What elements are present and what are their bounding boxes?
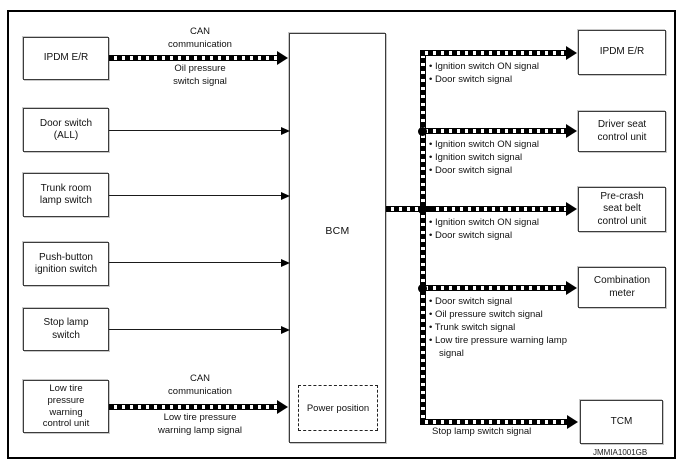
can-branch-ipdm	[420, 50, 567, 56]
signal-item: Ignition switch ON signal	[429, 60, 573, 73]
wire-stop-lamp-switch	[109, 329, 282, 330]
arrowhead-icon	[281, 326, 290, 334]
output-box-driver-seat-control-unit: Driver seat control unit	[578, 111, 666, 152]
arrowhead-icon	[566, 124, 577, 138]
wire-trunk-room-lamp-switch	[109, 195, 282, 196]
bcm-label: BCM	[325, 225, 350, 237]
signal-item: Trunk switch signal	[429, 321, 573, 334]
signal-list-ipdm: Ignition switch ON signalDoor switch sig…	[429, 60, 573, 86]
signal-item: Door switch signal	[429, 229, 573, 242]
can-branch-tcm	[420, 419, 568, 425]
wire-door-switch	[109, 130, 282, 131]
arrowhead-icon	[567, 415, 578, 429]
can-arrow-low-tire-to-bcm	[109, 404, 278, 410]
power-position-box: Power position	[298, 385, 378, 431]
stop-lamp-switch-signal-label: Stop lamp switch signal	[432, 426, 532, 437]
arrowhead-icon	[281, 127, 290, 135]
signal-item: Oil pressure switch signal	[429, 308, 573, 321]
can-branch-combination-meter	[420, 285, 567, 291]
can-arrow-ipdm-to-bcm	[109, 55, 278, 61]
signal-list-pre-crash: Ignition switch ON signalDoor switch sig…	[429, 216, 573, 242]
oil-pressure-switch-signal-label: Oil pressure switch signal	[173, 63, 227, 87]
bcm-output-line	[386, 206, 431, 212]
signal-item: Door switch signal	[429, 295, 573, 308]
can-branch-driver-seat	[420, 128, 567, 134]
arrowhead-icon	[277, 51, 288, 65]
can-bus-vertical-line	[420, 50, 426, 425]
input-box-door-switch: Door switch (ALL)	[23, 108, 109, 152]
junction-dot	[418, 284, 427, 293]
input-box-stop-lamp-switch: Stop lamp switch	[23, 308, 109, 351]
can-communication-label-top: CAN communication	[168, 26, 232, 50]
output-box-ipdm-er: IPDM E/R	[578, 30, 666, 75]
input-box-low-tire-pressure-warning-control-unit: Low tire pressure warning control unit	[23, 380, 109, 433]
signal-item: Door switch signal	[429, 73, 573, 86]
signal-list-driver-seat: Ignition switch ON signalIgnition switch…	[429, 138, 573, 177]
input-box-trunk-room-lamp-switch: Trunk room lamp switch	[23, 173, 109, 217]
output-box-combination-meter: Combination meter	[578, 267, 666, 308]
low-tire-warning-lamp-signal-label: Low tire pressure warning lamp signal	[158, 412, 242, 436]
junction-dot	[418, 127, 427, 136]
can-communication-label-bottom: CAN communication	[168, 373, 232, 397]
arrowhead-icon	[281, 259, 290, 267]
arrowhead-icon	[566, 281, 577, 295]
arrowhead-icon	[277, 400, 288, 414]
junction-dot	[418, 205, 427, 214]
output-box-pre-crash-seat-belt-control-unit: Pre-crash seat belt control unit	[578, 187, 666, 232]
wire-push-button-ignition-switch	[109, 262, 282, 263]
signal-item: Low tire pressure warning lamp signal	[429, 334, 573, 360]
arrowhead-icon	[281, 192, 290, 200]
signal-list-combination-meter: Door switch signalOil pressure switch si…	[429, 295, 573, 360]
bcm-box	[289, 33, 386, 443]
signal-item: Door switch signal	[429, 164, 573, 177]
input-box-ipdm-er: IPDM E/R	[23, 37, 109, 80]
output-box-tcm: TCM	[580, 400, 663, 444]
arrowhead-icon	[566, 202, 577, 216]
signal-item: Ignition switch ON signal	[429, 138, 573, 151]
signal-item: Ignition switch signal	[429, 151, 573, 164]
arrowhead-icon	[566, 46, 577, 60]
can-branch-pre-crash	[431, 206, 567, 212]
input-box-push-button-ignition-switch: Push-button ignition switch	[23, 242, 109, 286]
figure-code: JMMIA1001GB	[593, 448, 648, 457]
signal-item: Ignition switch ON signal	[429, 216, 573, 229]
